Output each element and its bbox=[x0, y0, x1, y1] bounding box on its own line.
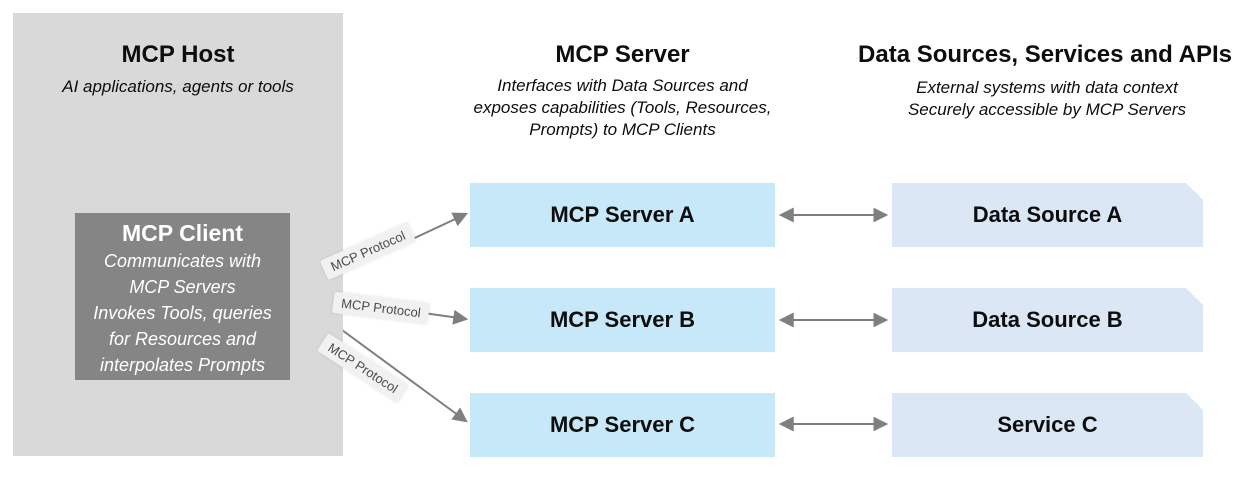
service-c-box: Service C bbox=[892, 393, 1203, 457]
client-title: MCP Client bbox=[122, 220, 243, 246]
sources-column-title: Data Sources, Services and APIs bbox=[858, 41, 1232, 68]
mcp-server-b-box: MCP Server B bbox=[470, 288, 775, 352]
mcp-server-c-label: MCP Server C bbox=[549, 412, 696, 437]
mcp-server-b-label: MCP Server B bbox=[549, 307, 696, 332]
server-column-subtitle: Interfaces with Data Sources and exposes… bbox=[473, 76, 772, 139]
data-source-a-box: Data Source A bbox=[892, 183, 1203, 247]
host-title: MCP Host bbox=[121, 41, 235, 68]
server-column-title: MCP Server bbox=[555, 41, 690, 68]
sources-column-subtitle: External systems with data context Secur… bbox=[907, 78, 1187, 119]
data-source-a-label: Data Source A bbox=[972, 202, 1123, 227]
mcp-server-a-label: MCP Server A bbox=[550, 202, 695, 227]
mcp-protocol-label-b: MCP Protocol bbox=[332, 291, 430, 325]
client-description: Communicates with MCP Servers Invokes To… bbox=[93, 251, 272, 375]
data-source-b-label: Data Source B bbox=[972, 307, 1123, 332]
service-c-label: Service C bbox=[997, 412, 1098, 437]
data-source-b-box: Data Source B bbox=[892, 288, 1203, 352]
mcp-client-box: MCP Client Communicates with MCP Servers… bbox=[75, 213, 290, 380]
host-subtitle: AI applications, agents or tools bbox=[62, 77, 294, 96]
mcp-server-a-box: MCP Server A bbox=[470, 183, 775, 247]
mcp-server-c-box: MCP Server C bbox=[470, 393, 775, 457]
